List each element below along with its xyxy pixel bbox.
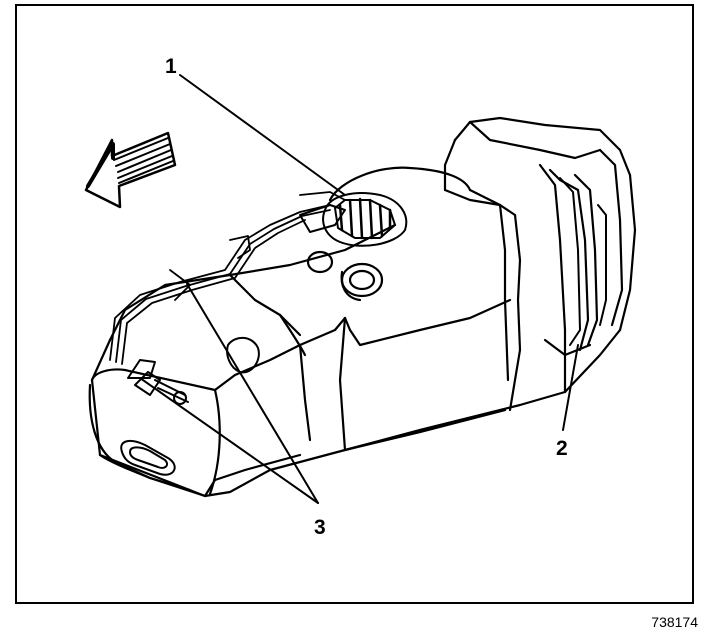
fuel-tank-body (88, 116, 637, 498)
fuel-lines (109, 191, 346, 365)
callout-label-1: 1 (165, 55, 177, 78)
fuel-pump-module (299, 192, 408, 247)
filler-neck (306, 250, 384, 302)
front-direction-arrow-icon (84, 131, 177, 209)
fuel-tank-shield (559, 177, 607, 346)
callout-label-3: 3 (314, 516, 326, 539)
figure-id: 738174 (651, 614, 698, 630)
figure-frame (15, 4, 694, 604)
front-recess (120, 336, 260, 476)
callout-label-2: 2 (556, 437, 568, 460)
line-connectors (127, 359, 189, 405)
leader-lines (139, 74, 579, 504)
